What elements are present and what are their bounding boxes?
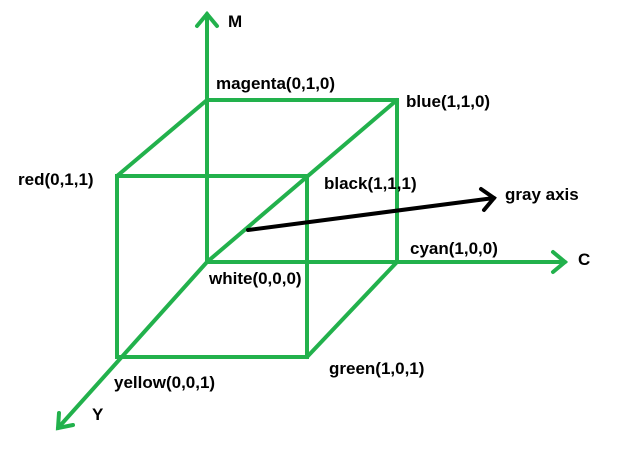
vertex-green-label: green(1,0,1): [329, 359, 425, 378]
gray-axis-line: [246, 196, 496, 232]
vertex-magenta-label: magenta(0,1,0): [216, 74, 336, 93]
vertex-black-label: black(1,1,1): [324, 174, 417, 193]
edge-cyan-green: [305, 260, 399, 359]
vertex-blue-label: blue(1,1,0): [406, 92, 491, 111]
gray-axis-label: gray axis: [505, 185, 579, 204]
edge-magenta-red: [115, 98, 209, 178]
m-axis-arrowhead: [195, 10, 219, 28]
gray-axis-arrowhead: [479, 187, 497, 212]
front-face: [115, 174, 309, 359]
c-axis-arrowhead: [551, 250, 569, 274]
vertex-cyan-label: cyan(1,0,0): [410, 239, 498, 258]
c-axis-label: C: [578, 250, 591, 269]
y-axis-label: Y: [92, 405, 104, 424]
y-axis-arrowhead: [55, 411, 75, 431]
vertex-white-label: white(0,0,0): [209, 269, 302, 288]
edge-blue-black-white: [205, 98, 399, 264]
y-axis-line: [56, 260, 209, 430]
vertex-yellow-label: yellow(0,0,1): [114, 373, 216, 392]
vertex-red-label: red(0,1,1): [18, 170, 94, 189]
m-axis-label: M: [228, 12, 243, 31]
